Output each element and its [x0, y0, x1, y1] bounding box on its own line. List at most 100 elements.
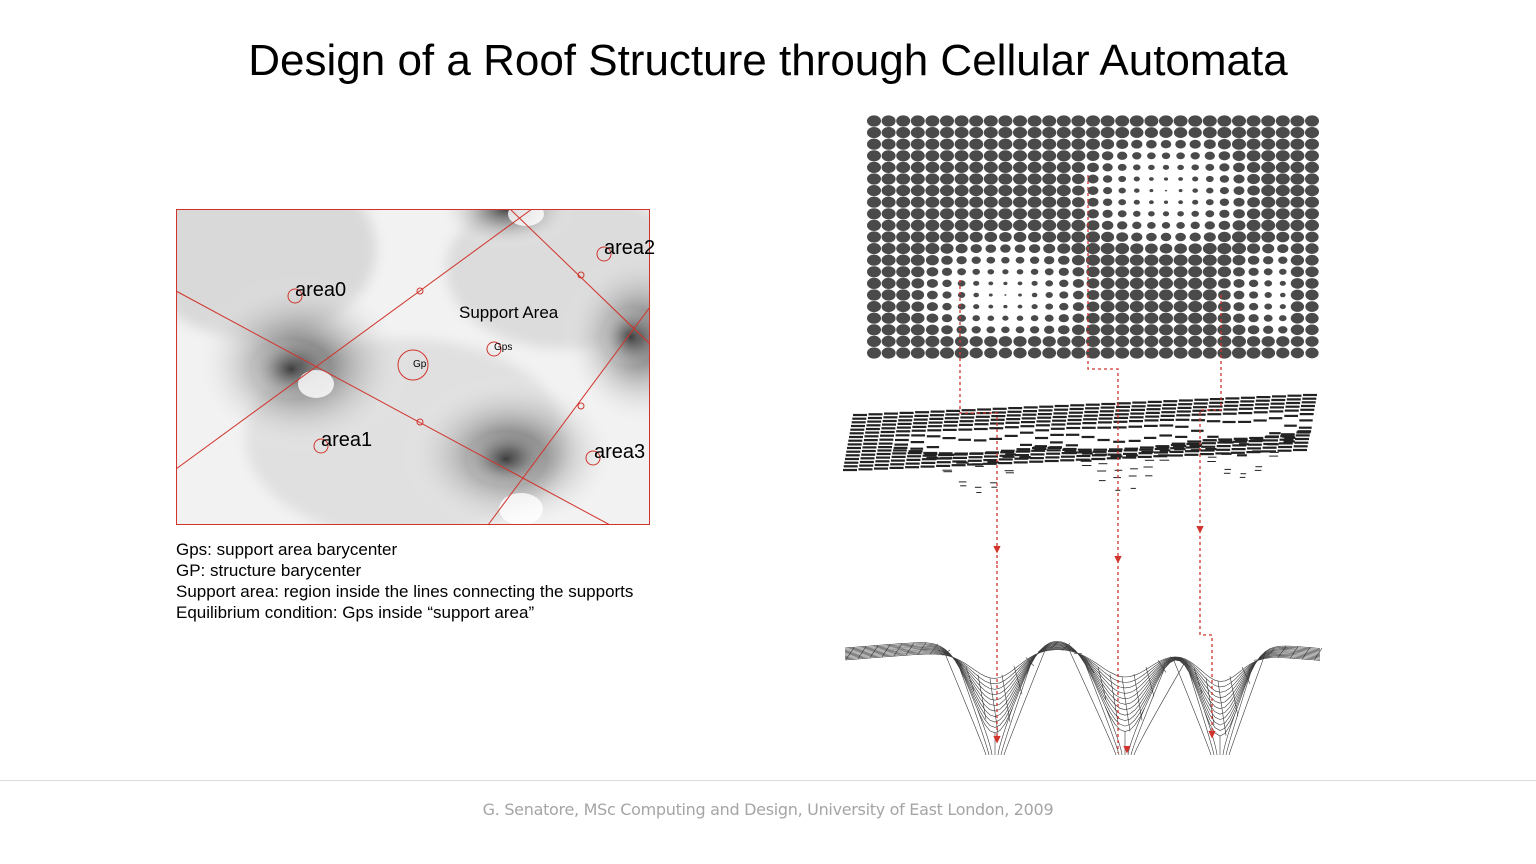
- grid-cell: [998, 208, 1013, 220]
- shell-rib: [1229, 676, 1239, 717]
- grid-cell: [925, 127, 940, 139]
- grid-cell: [1219, 198, 1230, 206]
- cellular-automata-grid: [867, 115, 1319, 359]
- grid-cell: [867, 150, 881, 162]
- grid-cell: [1056, 138, 1071, 150]
- grid-cell: [1219, 163, 1230, 172]
- grid-cell: [1202, 254, 1217, 266]
- grid-cell: [867, 266, 881, 278]
- grid-cell: [1263, 314, 1273, 322]
- grid-cell: [1056, 347, 1071, 359]
- grid-cell: [1072, 278, 1084, 288]
- grid-cell: [1148, 177, 1154, 181]
- grid-cell: [1279, 315, 1287, 322]
- grid-cell: [881, 347, 896, 359]
- grid-cell: [1027, 336, 1042, 347]
- grid-cell: [1305, 324, 1319, 336]
- gp-label: Gp: [413, 359, 427, 370]
- grid-cell: [1202, 115, 1217, 127]
- grid-cell: [896, 231, 911, 243]
- grid-cell: [910, 219, 925, 231]
- grid-cell: [1042, 127, 1057, 139]
- grid-cell: [1029, 244, 1041, 254]
- grid-cell: [1160, 140, 1172, 149]
- grid-cell: [940, 347, 954, 359]
- grid-cell: [1204, 221, 1215, 230]
- grid-cell: [1276, 231, 1290, 243]
- grid-cell: [1290, 312, 1305, 324]
- grid-cell: [1116, 139, 1129, 149]
- grid-cell: [896, 301, 911, 313]
- grid-cell: [1014, 244, 1026, 253]
- shell-rib: [1085, 659, 1095, 674]
- grid-cell: [896, 196, 911, 208]
- grid-cell: [1305, 289, 1319, 301]
- note-support-area: Support area: region inside the lines co…: [176, 582, 634, 601]
- grid-cell: [1202, 335, 1217, 347]
- grid-cell: [969, 231, 983, 243]
- grid-cell: [1027, 173, 1042, 185]
- grid-cell: [1205, 163, 1215, 171]
- grid-cell: [987, 269, 995, 275]
- grid-cell: [969, 208, 984, 220]
- grid-cell: [1072, 173, 1085, 185]
- grid-cell: [984, 231, 998, 243]
- grid-cell: [969, 127, 984, 139]
- gp-marker: [397, 349, 429, 381]
- grid-cell: [1042, 173, 1057, 185]
- grid-cell: [1116, 232, 1129, 242]
- grid-cell: [910, 115, 925, 127]
- footer-divider: [0, 780, 1536, 781]
- footer-credit: G. Senatore, MSc Computing and Design, U…: [482, 800, 1054, 819]
- grid-cell: [1233, 278, 1245, 288]
- grid-cell: [1162, 164, 1170, 170]
- grid-cell: [1188, 312, 1203, 324]
- grid-cell: [971, 256, 981, 264]
- support-leg-strand: [1188, 672, 1215, 756]
- grid-cell: [1087, 197, 1099, 207]
- grid-cell: [1232, 220, 1246, 231]
- grid-cell: [910, 185, 925, 197]
- grid-cell: [998, 336, 1013, 347]
- grid-cell: [910, 150, 925, 162]
- grid-cell: [1102, 163, 1113, 172]
- shell-rib: [1169, 656, 1179, 661]
- grid-cell: [1027, 196, 1042, 208]
- grid-cell: [1013, 347, 1027, 359]
- grid-cell: [1013, 150, 1027, 162]
- grid-cell: [1159, 266, 1173, 278]
- grid-cell: [925, 208, 940, 220]
- grid-cell: [1305, 347, 1319, 359]
- grid-cell: [1101, 151, 1114, 161]
- grid-cell: [1018, 293, 1022, 297]
- grid-cell: [1058, 267, 1069, 276]
- grid-cell: [1217, 266, 1232, 278]
- grid-cell: [1173, 266, 1188, 278]
- grid-cell: [1059, 291, 1069, 299]
- grid-cell: [1042, 231, 1057, 243]
- grid-cell: [1202, 266, 1217, 278]
- grid-cell: [1045, 280, 1054, 287]
- grid-cell: [1042, 219, 1057, 231]
- grid-cell: [1072, 290, 1084, 300]
- grid-cell: [1115, 289, 1130, 301]
- grid-cell: [925, 161, 940, 173]
- deformed-dot-layer: [843, 393, 1317, 493]
- grid-cell: [1246, 231, 1261, 243]
- grid-cell: [881, 312, 896, 324]
- grid-cell: [1148, 211, 1155, 217]
- grid-cell: [1247, 197, 1260, 208]
- grid-cell: [1144, 289, 1159, 301]
- grid-cell: [1233, 162, 1245, 173]
- grid-cell: [1261, 336, 1275, 347]
- grid-cell: [1246, 347, 1261, 359]
- grid-cell: [1159, 347, 1173, 359]
- grid-cell: [1188, 243, 1202, 254]
- grid-cell: [942, 279, 952, 288]
- grid-cell: [910, 347, 925, 359]
- grid-cell: [998, 115, 1013, 127]
- grid-cell: [1188, 266, 1203, 278]
- guide-arrowhead: [1208, 730, 1216, 739]
- grid-cell: [881, 150, 896, 162]
- grid-cell: [896, 185, 911, 197]
